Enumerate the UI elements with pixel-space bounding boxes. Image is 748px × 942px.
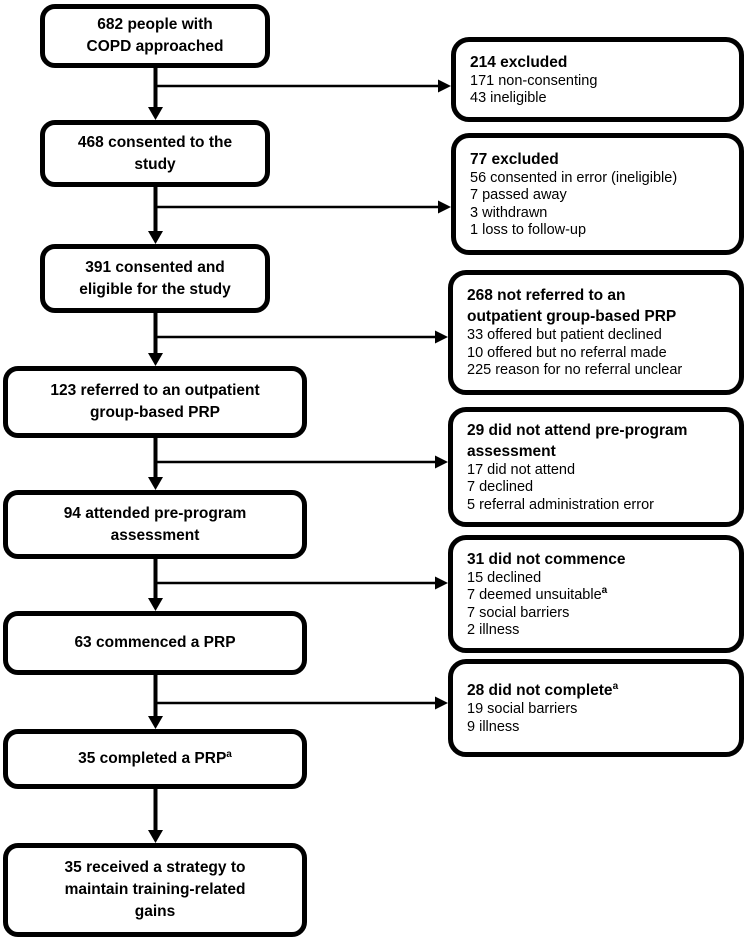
flow-box-eligible-line: 391 consented and [85, 258, 225, 276]
exclusion-box-excluded-214: 214 excluded 171 non-consenting 43 ineli… [451, 37, 744, 122]
flow-box-referred-line: 123 referred to an outpatient [50, 382, 260, 399]
flow-box-commenced: 63 commenced a PRP [3, 611, 307, 675]
flow-box-eligible-line: eligible for the study [79, 280, 231, 298]
exclusion-detail: 7 deemed unsuitablea [467, 585, 729, 605]
footnote-marker: a [601, 585, 608, 597]
arrow-branch-2 [153, 200, 451, 214]
arrow-down-4 [148, 436, 163, 490]
exclusion-title: outpatient group-based PRP [467, 308, 677, 326]
exclusion-detail: 7 declined [467, 479, 534, 496]
exclusion-title: 214 excluded [470, 53, 568, 71]
exclusion-title: 29 did not attend pre-program [467, 421, 688, 439]
exclusion-detail-text: 7 deemed unsuitable [467, 587, 602, 603]
flow-box-completed-text: 35 completed a PRP [78, 750, 227, 767]
arrow-down-1 [148, 66, 163, 120]
exclusion-title-text: 28 did not complete [467, 682, 613, 699]
exclusion-detail: 225 reason for no referral unclear [467, 362, 683, 379]
flow-box-maintenance-line: 35 received a strategy to [64, 859, 246, 876]
flow-box-maintenance-line: maintain training-related [64, 881, 246, 898]
exclusion-detail: 17 did not attend [467, 461, 576, 478]
exclusion-box-no-assessment-29: 29 did not attend pre-program assessment… [448, 407, 744, 527]
exclusion-detail: 7 social barriers [467, 604, 570, 621]
arrow-branch-3 [153, 330, 448, 344]
flow-box-eligible: 391 consented and eligible for the study [40, 244, 270, 313]
flow-box-approached-line: COPD approached [86, 38, 224, 55]
exclusion-detail: 9 illness [467, 718, 520, 735]
exclusion-detail: 5 referral administration error [467, 496, 654, 513]
exclusion-detail: 56 consented in error (ineligible) [470, 169, 678, 186]
exclusion-detail: 33 offered but patient declined [467, 327, 662, 344]
exclusion-title: 28 did not completea [467, 680, 729, 701]
exclusion-box-not-completed-28: 28 did not completea 19 social barriers … [448, 659, 744, 757]
exclusion-title: 31 did not commence [467, 550, 626, 568]
flow-box-maintenance: 35 received a strategy to maintain train… [3, 843, 307, 937]
exclusion-detail: 43 ineligible [470, 90, 547, 106]
flow-box-assessed-line: 94 attended pre-program [63, 504, 247, 522]
exclusion-title: 268 not referred to an [467, 287, 626, 305]
arrow-down-7 [148, 787, 163, 843]
arrow-branch-1 [153, 79, 451, 93]
exclusion-box-excluded-77: 77 excluded 56 consented in error (ineli… [451, 133, 744, 255]
arrow-down-2 [148, 185, 163, 244]
exclusion-detail: 3 withdrawn [470, 204, 548, 221]
exclusion-detail: 2 illness [467, 622, 520, 638]
arrow-down-6 [148, 673, 163, 729]
flow-box-referred-line: group-based PRP [89, 404, 221, 421]
exclusion-detail: 171 non-consenting [470, 72, 598, 89]
exclusion-box-not-referred-268: 268 not referred to an outpatient group-… [448, 270, 744, 395]
flow-box-completed-line: 35 completed a PRPa [78, 748, 232, 770]
arrow-down-3 [148, 311, 163, 366]
exclusion-detail: 15 declined [467, 569, 542, 586]
flow-box-consented-line: study [134, 155, 176, 173]
arrow-branch-6 [153, 696, 448, 710]
flow-box-assessed: 94 attended pre-program assessment [3, 490, 307, 559]
exclusion-box-not-commenced-31: 31 did not commence 15 declined 7 deemed… [448, 535, 744, 653]
exclusion-title: 77 excluded [470, 150, 559, 168]
flow-box-consented-line: 468 consented to the [77, 133, 233, 151]
flow-box-referred: 123 referred to an outpatient group-base… [3, 366, 307, 438]
footnote-marker: a [226, 748, 232, 760]
flow-box-approached-line: 682 people with [97, 16, 213, 33]
exclusion-detail: 1 loss to follow-up [470, 222, 587, 238]
arrow-down-5 [148, 557, 163, 611]
footnote-marker: a [612, 680, 619, 692]
flow-box-completed: 35 completed a PRPa [3, 729, 307, 789]
flow-box-commenced-line: 63 commenced a PRP [74, 634, 236, 651]
flow-box-consented: 468 consented to the study [40, 120, 270, 187]
exclusion-title: assessment [467, 442, 556, 460]
flow-box-maintenance-line: gains [134, 903, 176, 920]
exclusion-detail: 10 offered but no referral made [467, 344, 667, 361]
flow-box-assessed-line: assessment [110, 526, 200, 544]
arrow-branch-5 [153, 576, 448, 590]
arrow-branch-4 [153, 455, 448, 469]
flow-box-approached: 682 people with COPD approached [40, 4, 270, 68]
exclusion-detail: 19 social barriers [467, 701, 578, 717]
exclusion-detail: 7 passed away [470, 187, 567, 203]
